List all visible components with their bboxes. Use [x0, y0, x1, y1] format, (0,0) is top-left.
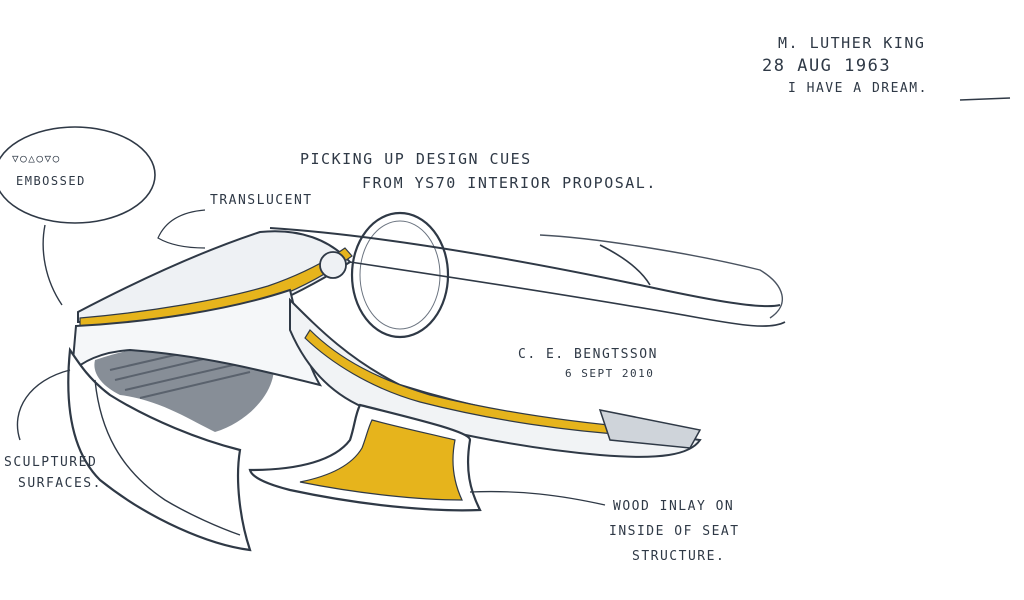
heading-line-1: PICKING UP DESIGN CUES: [300, 150, 532, 168]
embossed-callout-ellipse: [0, 126, 156, 224]
door-line-top: [269, 227, 781, 308]
signature-name: M. LUTHER KING: [778, 34, 926, 52]
leader-translucent: [157, 209, 206, 249]
label-translucent: TRANSLUCENT: [210, 193, 313, 208]
console-tip: [598, 409, 702, 449]
signature-quote: I HAVE A DREAM.: [788, 81, 928, 96]
label-wood-3: STRUCTURE.: [632, 549, 726, 564]
embossed-symbols: ▽○△○▽○: [12, 152, 61, 165]
door-line-mid: [349, 261, 786, 327]
door-handle: [599, 244, 651, 286]
label-wood-2: INSIDE OF SEAT: [609, 524, 740, 539]
sculptured-body-inner: [94, 379, 241, 536]
leader-wood: [469, 490, 606, 506]
leader-sculptured: [16, 369, 71, 441]
designer-date: 6 SEPT 2010: [565, 367, 655, 380]
label-sculptured-2: SURFACES.: [18, 476, 102, 491]
sculptured-body: [67, 346, 252, 552]
heading-line-2: FROM YS70 INTERIOR PROPOSAL.: [362, 174, 657, 192]
designer-name: C. E. BENGTSSON: [518, 347, 658, 362]
label-sculptured-1: SCULPTURED: [4, 455, 98, 470]
signature-date: 28 AUG 1963: [762, 56, 892, 76]
seat-wood-inlay: [299, 419, 463, 501]
instrument-pod: [319, 251, 347, 279]
label-wood-1: WOOD INLAY ON: [613, 499, 735, 514]
dashboard-fascia: [70, 288, 323, 387]
leader-embossed: [42, 224, 63, 306]
label-embossed: EMBOSSED: [16, 174, 86, 188]
door-panel: [539, 234, 783, 319]
steering-wheel: [350, 211, 450, 339]
signature-underline: [959, 97, 1011, 101]
